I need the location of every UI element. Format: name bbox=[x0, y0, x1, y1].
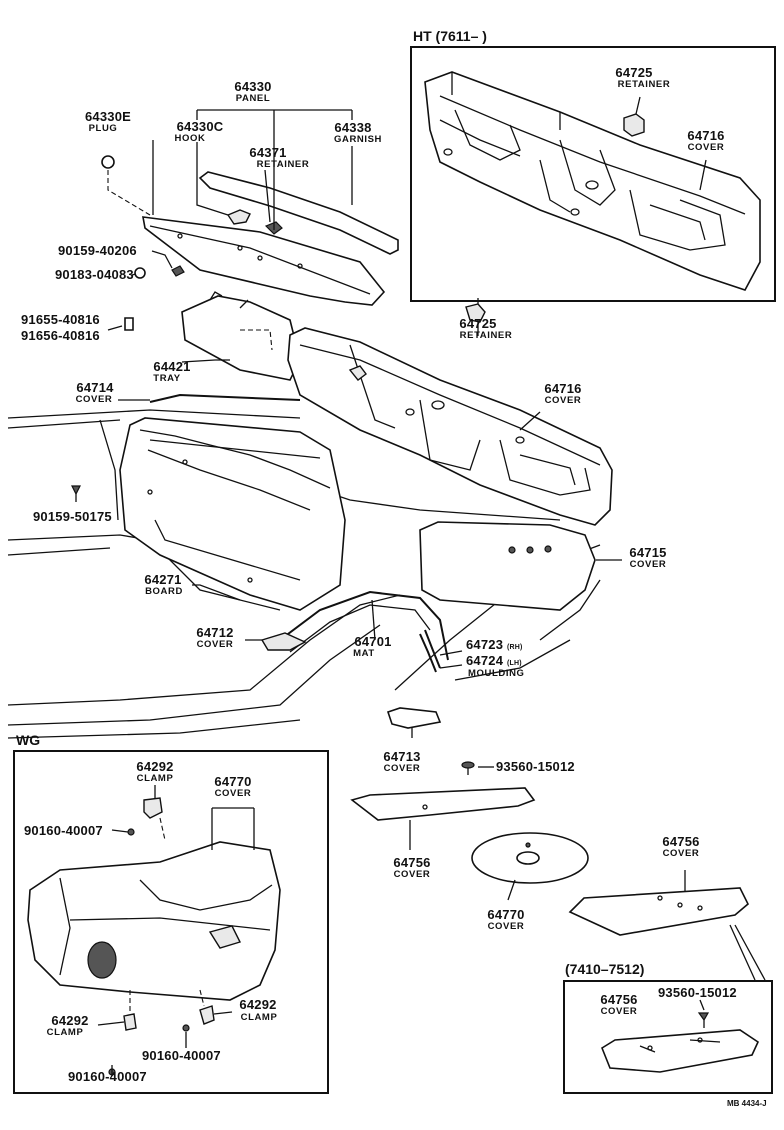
label-64715: 64715 bbox=[629, 545, 667, 560]
label-wg-64292-left-name: CLAMP bbox=[46, 1027, 84, 1038]
tray-drawing bbox=[181, 291, 301, 381]
label-64701: 64701 bbox=[354, 634, 392, 649]
label-64724-side: (LH) bbox=[506, 660, 522, 667]
ht-header: HT (7611– ) bbox=[413, 28, 487, 44]
label-64756-right: 64756 bbox=[662, 834, 700, 849]
label-wg-64292-top-name: CLAMP bbox=[136, 773, 174, 784]
label-wg-90160-bottom: 90160-40007 bbox=[68, 1069, 147, 1084]
label-64371-name: RETAINER bbox=[256, 159, 310, 170]
label-64714-name: COVER bbox=[75, 394, 113, 405]
label-wg-64770: 64770 bbox=[214, 774, 252, 789]
label-64713: 64713 bbox=[383, 749, 421, 764]
label-64723-side: (RH) bbox=[506, 644, 523, 651]
label-93560-15012: 93560-15012 bbox=[496, 759, 575, 774]
label-64330: 64330 bbox=[234, 79, 272, 94]
label-64338-name: GARNISH bbox=[333, 134, 383, 145]
panel-drawing bbox=[142, 216, 386, 306]
label-90159-50175: 90159-50175 bbox=[33, 509, 112, 524]
label-64716-name: COVER bbox=[544, 395, 582, 406]
wg-inset-box bbox=[13, 750, 329, 1094]
label-64330C-name: HOOK bbox=[174, 133, 206, 144]
label-range-93560-15012: 93560-15012 bbox=[658, 985, 737, 1000]
label-64701-name: MAT bbox=[353, 648, 375, 659]
plug-drawing bbox=[101, 155, 115, 169]
label-64713-name: COVER bbox=[383, 763, 421, 774]
label-64712-name: COVER bbox=[196, 639, 234, 650]
label-64714: 64714 bbox=[76, 380, 114, 395]
label-ht-64725-name: RETAINER bbox=[617, 79, 671, 90]
cover-64756-drawing bbox=[350, 787, 536, 821]
label-ht-64716: 64716 bbox=[687, 128, 725, 143]
cover-64770-drawing bbox=[471, 832, 589, 884]
screw-93560-drawing bbox=[461, 761, 475, 775]
label-64756-name: COVER bbox=[393, 869, 431, 880]
ht-inset-box bbox=[410, 46, 776, 302]
label-64756-right-name: COVER bbox=[662, 848, 700, 859]
label-90159-40206: 90159-40206 bbox=[58, 243, 137, 258]
wg-header: WG bbox=[16, 732, 41, 748]
label-range-64756-name: COVER bbox=[600, 1006, 638, 1017]
label-moulding-name: MOULDING bbox=[468, 668, 525, 679]
board-drawing bbox=[119, 417, 346, 611]
label-wg-64770-name: COVER bbox=[214, 788, 252, 799]
label-64770-name: COVER bbox=[487, 921, 525, 932]
leader-lines bbox=[97, 96, 707, 1076]
label-91656-40816: 91656-40816 bbox=[21, 328, 100, 343]
label-64723-num: 64723 bbox=[466, 637, 504, 652]
label-64330-name: PANEL bbox=[235, 93, 271, 104]
label-64330E-name: PLUG bbox=[88, 123, 118, 134]
label-64756: 64756 bbox=[393, 855, 431, 870]
label-64724-num: 64724 bbox=[466, 653, 504, 668]
label-90183-04083: 90183-04083 bbox=[55, 267, 134, 282]
label-64724: 64724 (LH) bbox=[466, 654, 522, 667]
label-wg-64292-right: 64292 bbox=[239, 997, 277, 1012]
label-64271-name: BOARD bbox=[145, 586, 183, 597]
label-ht-64725: 64725 bbox=[615, 65, 653, 80]
label-64421: 64421 bbox=[153, 359, 191, 374]
cover-64716-drawing bbox=[287, 327, 613, 526]
range-cover-drawing bbox=[601, 1029, 760, 1073]
label-wg-64292-right-name: CLAMP bbox=[240, 1012, 278, 1023]
hook-drawing bbox=[226, 209, 251, 225]
retainer-64725-drawing bbox=[465, 298, 486, 323]
cover-64756-right-drawing bbox=[568, 887, 749, 936]
label-64330E: 64330E bbox=[84, 109, 132, 124]
garnish-drawing bbox=[198, 171, 399, 255]
label-64723: 64723 (RH) bbox=[466, 638, 523, 651]
label-64338: 64338 bbox=[334, 120, 372, 135]
label-wg-64292-top: 64292 bbox=[136, 759, 174, 774]
label-wg-90160-mid: 90160-40007 bbox=[142, 1048, 221, 1063]
label-64770: 64770 bbox=[487, 907, 525, 922]
range-inset-box bbox=[563, 980, 773, 1094]
bolt-90159-50175 bbox=[71, 485, 81, 502]
moulding-drawing bbox=[419, 629, 441, 673]
label-64725-name: RETAINER bbox=[459, 330, 513, 341]
label-64330C: 64330C bbox=[176, 119, 224, 134]
label-64271: 64271 bbox=[144, 572, 182, 587]
wg-cover-drawing bbox=[27, 841, 281, 1001]
label-64712: 64712 bbox=[196, 625, 234, 640]
bolts-drawing bbox=[124, 265, 185, 331]
label-64725: 64725 bbox=[459, 316, 497, 331]
range-header: (7410–7512) bbox=[565, 961, 645, 977]
label-64715-name: COVER bbox=[629, 559, 667, 570]
label-wg-90160-top: 90160-40007 bbox=[24, 823, 103, 838]
cover-64714-drawing bbox=[149, 393, 301, 403]
cover-64715-drawing bbox=[419, 521, 596, 611]
mat-drawing bbox=[279, 590, 449, 661]
diagram-code: MB 4434-J bbox=[727, 1099, 767, 1108]
label-64371: 64371 bbox=[249, 145, 287, 160]
range-screw-drawing bbox=[697, 1012, 710, 1028]
ht-cover-drawing bbox=[424, 71, 761, 291]
label-64716: 64716 bbox=[544, 381, 582, 396]
cover-64712-drawing bbox=[260, 632, 307, 651]
label-64421-name: TRAY bbox=[153, 373, 181, 384]
label-91655-40816: 91655-40816 bbox=[21, 312, 100, 327]
wg-clamps-drawing bbox=[108, 797, 215, 1076]
label-range-64756: 64756 bbox=[600, 992, 638, 1007]
cover-64713-drawing bbox=[386, 707, 442, 729]
label-ht-64716-name: COVER bbox=[687, 142, 725, 153]
label-wg-64292-left: 64292 bbox=[51, 1013, 89, 1028]
